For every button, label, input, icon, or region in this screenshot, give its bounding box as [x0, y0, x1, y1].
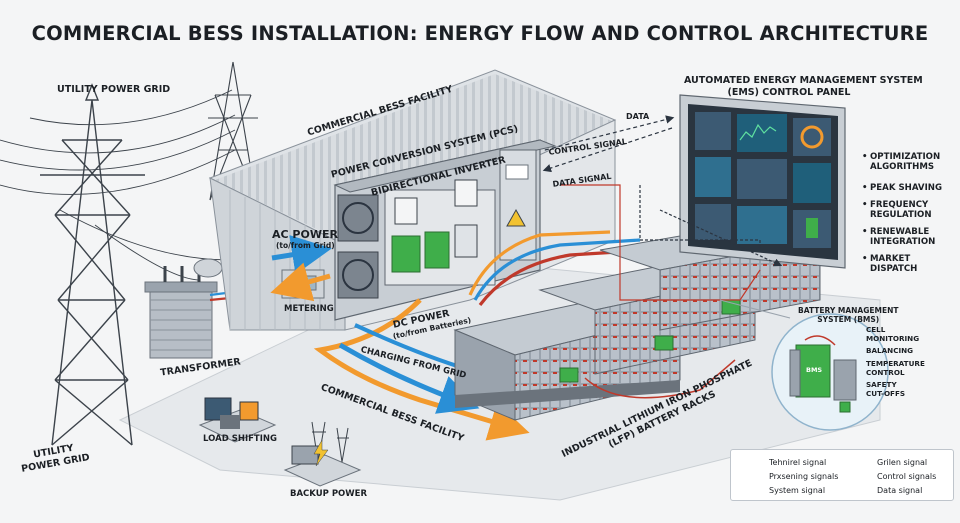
legend-box: Tehnirel signal Grilen signal Prxsening … [730, 449, 954, 501]
legend-item: Data signal [877, 486, 923, 495]
bms-callout [719, 299, 889, 431]
label-ac-power-sub: (to/from Grid) [276, 241, 335, 250]
label-ac-power: AC POWER [272, 228, 338, 241]
label-data: DATA [626, 112, 650, 121]
bms-item: SAFETY CUT-OFFS [866, 380, 906, 398]
bms-item: BALANCING [866, 346, 914, 355]
load-shifting-icon [198, 397, 277, 443]
transmission-pylon-large [40, 83, 145, 446]
power-lines [0, 89, 236, 281]
legend-item: Tehnirel signal [769, 458, 827, 467]
page-title: COMMERCIAL BESS INSTALLATION: ENERGY FLO… [31, 22, 929, 45]
pcs-cabinet [333, 139, 557, 321]
backup-power-icon [283, 421, 362, 487]
ems-item: OPTIMIZATION ALGORITHMS [862, 152, 940, 172]
label-metering: METERING [284, 304, 334, 314]
bms-title: BATTERY MANAGEMENT SYSTEM (BMS) [798, 306, 899, 324]
bms-item: TEMPERATURE CONTROL [866, 359, 925, 377]
legend-item: Grilen signal [877, 458, 928, 467]
label-backup-power: BACKUP POWER [290, 489, 368, 499]
dc-cables [468, 230, 651, 306]
ems-item: MARKET DISPATCH [862, 254, 917, 274]
ems-item: RENEWABLE INTEGRATION [862, 227, 935, 247]
ems-item: PEAK SHAVING [862, 183, 942, 193]
ems-panel [679, 94, 846, 269]
legend-item: System signal [769, 486, 826, 495]
signal-lines [542, 115, 783, 301]
bms-item: CELL MONITORING [866, 325, 920, 343]
label-load-shifting: LOAD SHIFTING [203, 434, 277, 444]
label-utility-grid-top: UTILITY POWER GRID [57, 84, 171, 95]
bms-tag: BMS [806, 366, 823, 374]
legend-item: Prxsening signals [769, 472, 839, 481]
legend-item: Control signals [877, 472, 937, 481]
ems-item: FREQUENCY REGULATION [862, 200, 931, 220]
transformer [144, 258, 223, 359]
ems-title: AUTOMATED ENERGY MANAGEMENT SYSTEM (EMS)… [684, 75, 923, 98]
ac-power-arrow [270, 234, 332, 302]
